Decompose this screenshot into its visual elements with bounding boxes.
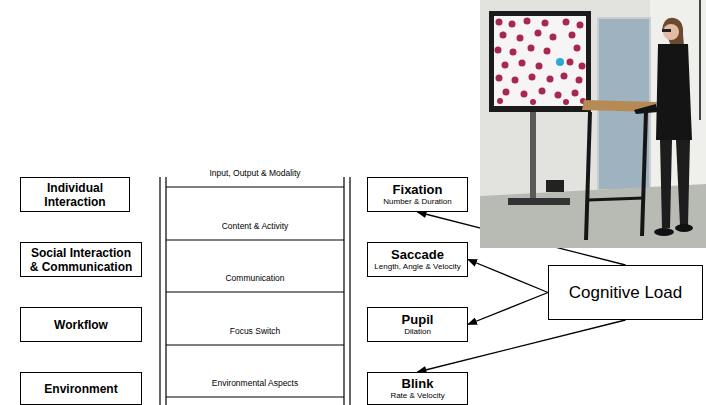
- cognitive-load-box: Cognitive Load: [548, 265, 703, 320]
- node-title: Cognitive Load: [563, 283, 688, 303]
- eye-metric-box: PupilDilation: [367, 307, 468, 342]
- node-title: Blink: [402, 376, 434, 391]
- node-subtitle: Number & Duration: [383, 197, 451, 207]
- node-subtitle: Length, Angle & Velocity: [374, 262, 460, 272]
- relation-label: Focus Switch: [230, 326, 281, 337]
- node-title: Pupil: [402, 312, 434, 327]
- node-title: Workflow: [50, 318, 112, 332]
- node-title: Fixation: [393, 182, 443, 197]
- node-title: Environment: [40, 382, 121, 396]
- node-subtitle: Dilation: [404, 327, 431, 337]
- category-box: Individual Interaction: [20, 177, 130, 212]
- relation-label: Input, Output & Modality: [209, 168, 300, 179]
- arrow-connector: [468, 260, 548, 293]
- category-box: Social Interaction & Communication: [20, 242, 142, 277]
- relation-label: Environmental Aspects: [212, 378, 298, 389]
- eye-metric-box: FixationNumber & Duration: [367, 177, 468, 212]
- eye-metric-box: SaccadeLength, Angle & Velocity: [367, 242, 468, 277]
- node-title: Individual Interaction: [21, 181, 129, 209]
- category-box: Environment: [20, 372, 142, 405]
- arrow-connector: [468, 293, 548, 325]
- eye-metric-box: BlinkRate & Velocity: [367, 372, 468, 405]
- node-title: Social Interaction & Communication: [21, 246, 141, 274]
- relation-label: Content & Activity: [222, 221, 289, 232]
- node-subtitle: Rate & Velocity: [390, 391, 444, 401]
- relation-label: Communication: [225, 273, 284, 284]
- node-title: Saccade: [391, 247, 444, 262]
- category-box: Workflow: [20, 307, 142, 342]
